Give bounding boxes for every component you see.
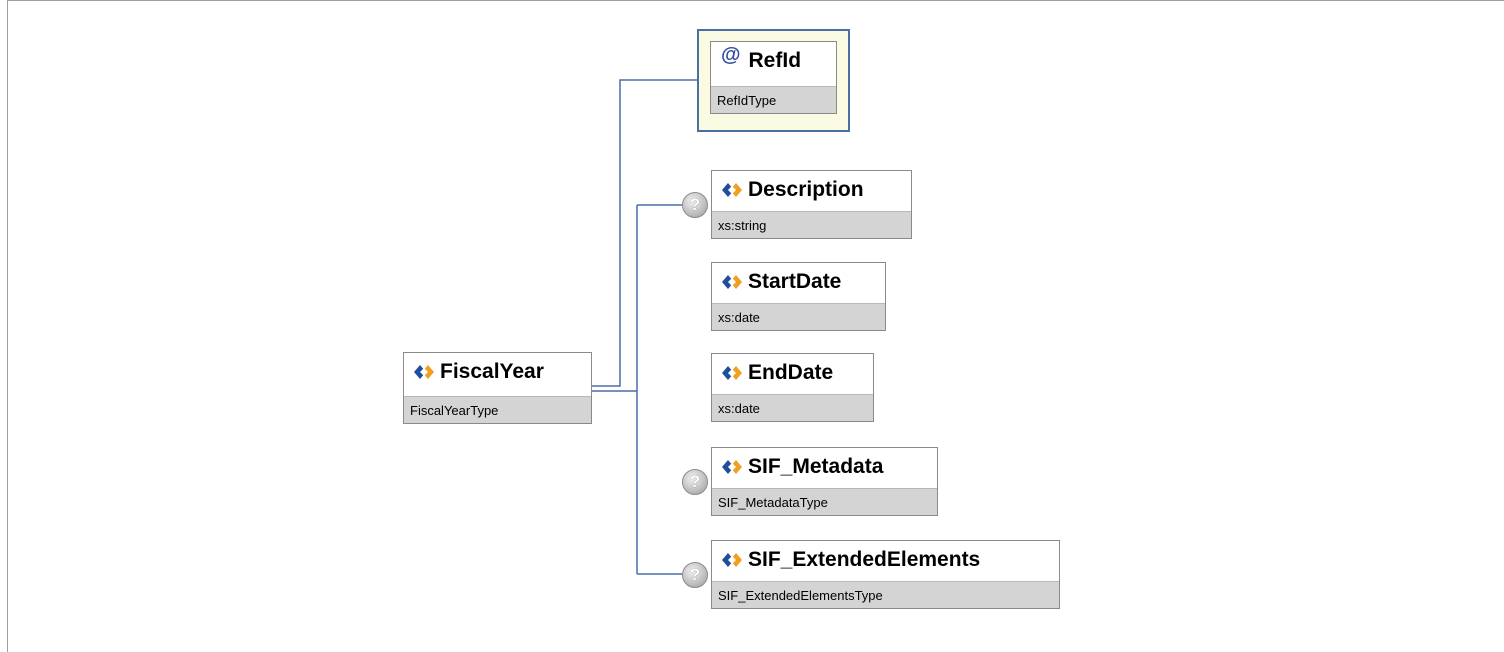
child-element-node[interactable]: SIF_ExtendedElements SIF_ExtendedElement… xyxy=(711,540,1060,609)
optional-icon: ? xyxy=(682,562,708,588)
element-icon xyxy=(722,459,742,474)
child-element-node[interactable]: SIF_Metadata SIF_MetadataType xyxy=(711,447,938,516)
child-element-name: EndDate xyxy=(748,360,834,384)
child-element-type: SIF_ExtendedElementsType xyxy=(712,581,1059,608)
child-element-name: StartDate xyxy=(748,269,842,293)
attribute-group: @ RefId RefIdType xyxy=(697,29,850,132)
element-icon xyxy=(722,552,742,567)
child-element-type: xs:date xyxy=(712,394,873,421)
root-element-node[interactable]: FiscalYear FiscalYearType xyxy=(403,352,592,424)
child-element-type: SIF_MetadataType xyxy=(712,488,937,515)
element-icon xyxy=(722,182,742,197)
optional-icon: ? xyxy=(682,192,708,218)
attribute-name: RefId xyxy=(748,48,802,72)
child-element-name: Description xyxy=(748,177,864,201)
at-sign-icon: @ xyxy=(721,44,741,66)
child-element-name: SIF_ExtendedElements xyxy=(748,547,981,571)
child-element-type: xs:date xyxy=(712,303,885,330)
element-icon xyxy=(722,365,742,380)
diagram-canvas xyxy=(7,0,1504,652)
root-element-type: FiscalYearType xyxy=(404,396,591,423)
attribute-node[interactable]: @ RefId RefIdType xyxy=(710,41,837,114)
optional-icon: ? xyxy=(682,469,708,495)
child-element-type: xs:string xyxy=(712,211,911,238)
child-element-name: SIF_Metadata xyxy=(748,454,884,478)
attribute-type: RefIdType xyxy=(711,86,836,113)
connector-attribute xyxy=(592,79,697,387)
child-element-node[interactable]: Description xs:string xyxy=(711,170,912,239)
child-element-node[interactable]: EndDate xs:date xyxy=(711,353,874,422)
element-icon xyxy=(722,274,742,289)
element-icon xyxy=(414,364,434,379)
child-element-node[interactable]: StartDate xs:date xyxy=(711,262,886,331)
root-element-name: FiscalYear xyxy=(440,359,544,383)
